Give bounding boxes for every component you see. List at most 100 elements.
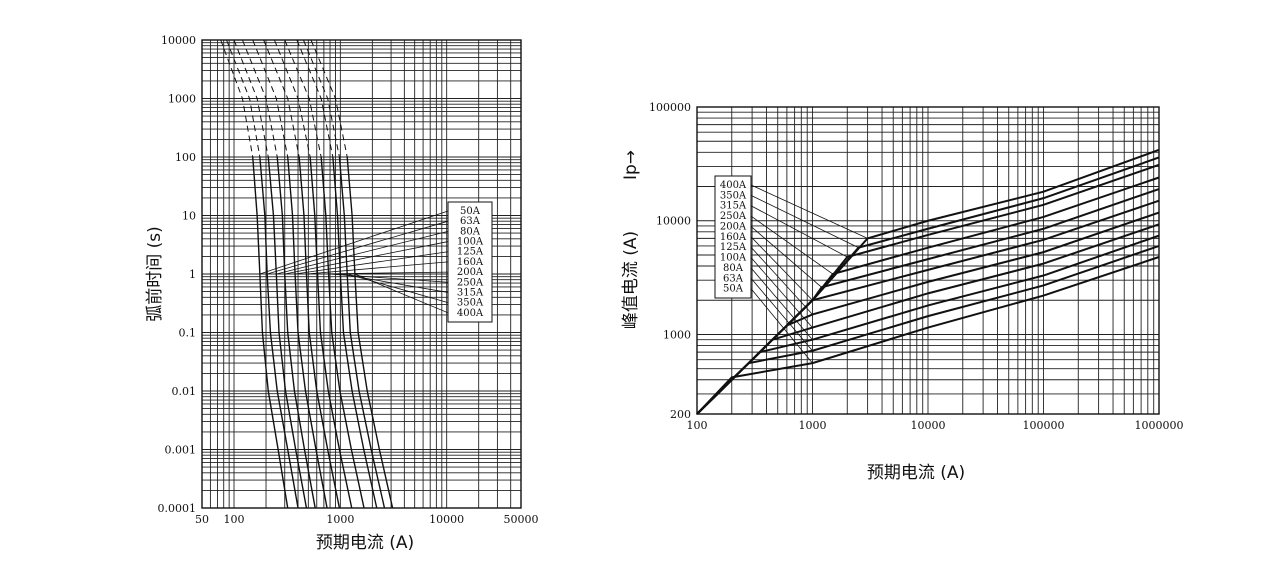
series-curve-dashed (303, 39, 340, 158)
legend-leader-line (284, 241, 449, 275)
legend-entry: 50A (723, 284, 744, 295)
legend-entry: 160A (720, 232, 747, 243)
x-tick-label: 100 (687, 419, 708, 432)
series-curve-dashed (296, 39, 334, 158)
x-tick-label: 10000 (429, 513, 464, 526)
legend-leader-line (750, 278, 813, 351)
series-curve (696, 256, 1160, 415)
legend-leader-line (750, 246, 813, 315)
series-curve (267, 156, 308, 509)
peak-current-annotation: Ip→ (621, 150, 641, 180)
legend-entry: 350A (457, 298, 484, 309)
legend-entry: 63A (460, 216, 481, 227)
y-tick-label: 10000 (656, 215, 691, 228)
legend-leader-line (750, 195, 859, 249)
x-tick-label: 100000 (1023, 419, 1065, 432)
legend-leader-line (750, 215, 834, 275)
y-tick-label: 100000 (649, 101, 691, 114)
legend-entry: 125A (457, 247, 484, 258)
legend-entry: 400A (457, 308, 484, 319)
legend-leader-line (750, 236, 813, 301)
legend-box (447, 201, 493, 323)
y-tick-label: 10000 (161, 34, 196, 47)
x-axis-label: 预期电流 (A) (867, 463, 965, 483)
series-curve (259, 156, 299, 509)
legend: 400A350A315A250A200A160A125A100A80A63A50… (714, 175, 868, 364)
legend-entry: 400A (720, 180, 747, 191)
y-tick-label: 1 (189, 268, 196, 281)
y-tick-label: 1000 (663, 328, 691, 341)
legend-entry: 80A (723, 263, 744, 274)
series-group (696, 148, 1160, 415)
series-curve (309, 156, 353, 509)
legend-entry: 350A (720, 190, 747, 201)
legend-leader-line (750, 205, 848, 258)
legend-entry: 63A (723, 273, 744, 284)
series-curve (287, 156, 328, 509)
y-axis-label: 弧前时间 (s) (145, 226, 165, 322)
legend-leader-line (267, 220, 449, 275)
series-curve-dashed (220, 39, 254, 158)
legend-leader-line (294, 251, 449, 275)
series-curve-dashed (252, 39, 289, 158)
x-tick-label: 1000000 (1135, 419, 1184, 432)
series-curve-dashed (284, 39, 322, 158)
x-tick-label: 100 (224, 513, 245, 526)
legend-leader-line (750, 226, 822, 288)
y-tick-label: 10 (182, 210, 196, 223)
legend-leader-line (750, 257, 813, 328)
series-curve (298, 156, 341, 509)
series-curve (320, 156, 365, 509)
legend-entry: 160A (457, 257, 484, 268)
legend: 50A63A80A100A125A160A200A250A315A350A400… (259, 201, 493, 323)
legend-leader-line (276, 230, 449, 275)
x-tick-label: 50000 (504, 513, 539, 526)
series-curve-dashed (226, 39, 261, 158)
y-tick-label: 0.01 (172, 385, 197, 398)
y-tick-label: 0.1 (179, 327, 197, 340)
legend-entry: 50A (460, 206, 481, 217)
legend-leader-line (750, 267, 813, 340)
y-tick-label: 1000 (168, 93, 196, 106)
series-curve (338, 156, 386, 509)
legend-entry: 315A (457, 287, 484, 298)
legend-entry: 200A (720, 221, 747, 232)
legend-entry: 80A (460, 226, 481, 237)
x-tick-label: 1000 (799, 419, 827, 432)
legend-entry: 125A (720, 242, 747, 253)
x-tick-label: 50 (195, 513, 209, 526)
legend-leader-line (750, 288, 813, 364)
legend-entry: 250A (457, 277, 484, 288)
legend-entry: 100A (720, 253, 747, 264)
series-curve-dashed (241, 39, 278, 158)
y-tick-label: 200 (670, 408, 691, 421)
y-tick-label: 0.0001 (158, 502, 197, 515)
series-curve-dashed (310, 39, 348, 158)
series-curve (332, 156, 378, 509)
series-curve-dashed (263, 39, 300, 158)
legend-leader-line (354, 273, 449, 314)
legend-entry: 200A (457, 267, 484, 278)
peak-current-chart: 100 1000 10000 100000 1000000 100000 10000 1000… (621, 101, 1184, 483)
legend-leader-line (750, 184, 868, 239)
series-curve-dashed (233, 39, 269, 158)
legend-entry: 250A (720, 211, 747, 222)
plot-frame (201, 39, 522, 509)
y-tick-label: 0.001 (165, 444, 197, 457)
y-tick-label: 100 (175, 151, 196, 164)
time-current-chart: 50 100 1000 10000 50000 10000 1000 100 10 1 0.1 0.0… (145, 34, 539, 553)
y-axis-label: 峰值电流 (A) (621, 231, 641, 329)
plot-frame (696, 106, 1160, 415)
x-tick-label: 1000 (326, 513, 354, 526)
x-axis-label: 预期电流 (A) (316, 533, 414, 553)
series-curve (696, 245, 1160, 415)
series-curve (346, 156, 394, 509)
legend-leader-line (317, 271, 449, 275)
series-curve-dashed (273, 39, 311, 158)
series-curve (276, 156, 316, 509)
legend-leader-line (306, 261, 449, 275)
legend-leader-line (259, 210, 449, 275)
x-tick-label: 10000 (911, 419, 946, 432)
legend-leader-line (347, 273, 449, 304)
